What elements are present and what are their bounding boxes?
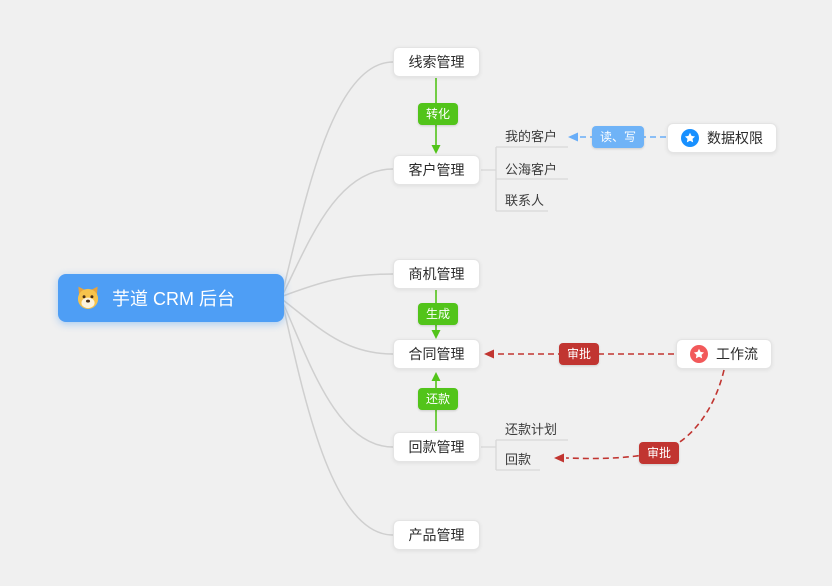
leaf-public-customers: 公海客户 [505, 162, 558, 177]
leaf-my-customers: 我的客户 [505, 129, 558, 144]
edge-label-approve-contract: 审批 [559, 343, 600, 365]
edge-label-repay: 还款 [418, 388, 459, 410]
node-label: 客户管理 [408, 162, 465, 178]
green-arrowheads [431, 145, 441, 381]
node-label: 数据权限 [707, 130, 763, 146]
node-customer-management: 客户管理 [393, 155, 480, 185]
node-label: 工作流 [716, 346, 758, 362]
node-workflow: 工作流 [676, 339, 772, 369]
node-contract-management: 合同管理 [393, 339, 480, 369]
node-label: 线索管理 [408, 54, 465, 70]
node-label: 产品管理 [408, 527, 465, 543]
node-data-permission: 数据权限 [667, 123, 777, 153]
edge-label-generate: 生成 [418, 303, 459, 325]
sub-branch-lines [481, 146, 568, 471]
root-branch-curves [282, 61, 394, 536]
edge-label-approve-receivable: 审批 [639, 442, 680, 464]
leaf-repayment-plan: 还款计划 [505, 422, 558, 437]
leaf-contacts: 联系人 [505, 193, 545, 208]
root-node-crm-backend: 芋道 CRM 后台 [58, 274, 284, 322]
root-node-label: 芋道 CRM 后台 [112, 289, 235, 309]
node-receivable-management: 回款管理 [393, 432, 480, 462]
edge-label-convert: 转化 [418, 103, 459, 125]
edge-label-read-write: 读、写 [592, 126, 645, 148]
node-leads-management: 线索管理 [393, 47, 480, 77]
dog-icon [74, 284, 102, 312]
node-label: 合同管理 [408, 346, 465, 362]
star-icon [690, 345, 708, 363]
node-label: 回款管理 [408, 439, 465, 455]
star-icon [681, 129, 699, 147]
node-label: 商机管理 [408, 266, 465, 282]
leaf-payment: 回款 [505, 452, 532, 467]
node-opportunity-management: 商机管理 [393, 259, 480, 289]
node-product-management: 产品管理 [393, 520, 480, 550]
